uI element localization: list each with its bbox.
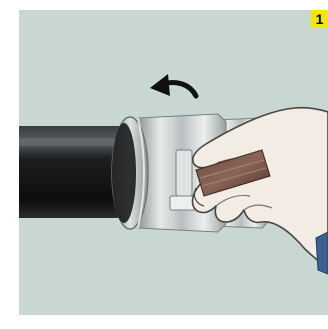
- step-number-badge: 1: [311, 10, 328, 28]
- left-pipe: [19, 126, 127, 218]
